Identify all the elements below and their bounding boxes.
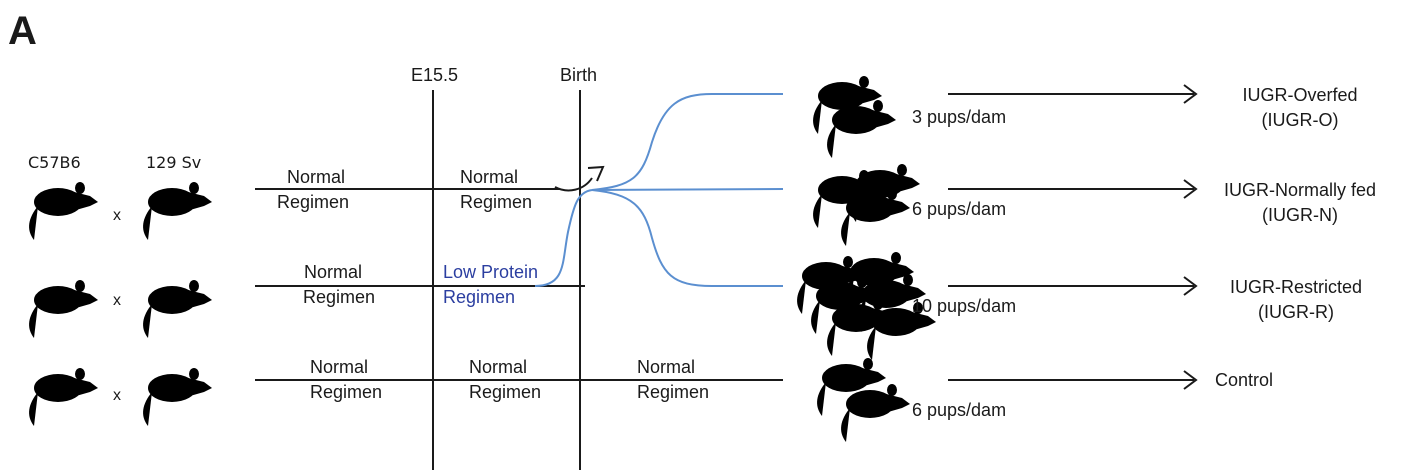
strain-label-129sv: 129 Sv (146, 153, 201, 172)
mouse-icon (143, 280, 219, 338)
mouse-icon (143, 368, 219, 426)
row1-pre-label: Regimen (277, 192, 349, 212)
group-label-normally-fed: IUGR-Normally fed (1224, 180, 1376, 200)
row2-pre-label: Regimen (303, 287, 375, 307)
cross-symbol: x (113, 292, 121, 309)
timepoint-birth-label: Birth (560, 65, 597, 85)
litter-size-label: 6 pups/dam (912, 400, 1006, 420)
mouse-icon (29, 182, 105, 240)
group-abbrev-overfed: (IUGR-O) (1262, 110, 1339, 130)
strain-label-c57b6: C57B6 (28, 153, 81, 172)
group-label-overfed: IUGR-Overfed (1242, 85, 1357, 105)
row2-low-protein-label: Regimen (443, 287, 515, 307)
mouse-icon (29, 280, 105, 338)
litter-size-label: 6 pups/dam (912, 199, 1006, 219)
row3-post-label: Regimen (637, 382, 709, 402)
timepoint-e15-label: E15.5 (411, 65, 458, 85)
row3-mid-label: Regimen (469, 382, 541, 402)
row1-mid-label: Regimen (460, 192, 532, 212)
row1-pre-label: Normal (287, 167, 345, 187)
row1-curved-arrow (555, 178, 592, 190)
branch-restricted (592, 190, 783, 286)
branch-normally-fed (592, 189, 783, 190)
mouse-icon (143, 182, 219, 240)
group-label-restricted: IUGR-Restricted (1230, 277, 1362, 297)
litter-size-label: 10 pups/dam (912, 296, 1016, 316)
mouse-icon (29, 368, 105, 426)
cross-symbol: x (113, 207, 121, 224)
panel-label: A (8, 9, 37, 53)
row3-pre-label: Regimen (310, 382, 382, 402)
row2-low-protein-label: Low Protein (443, 262, 538, 282)
row3-pre-label: Normal (310, 357, 368, 377)
row1-mid-label: Normal (460, 167, 518, 187)
mouse-icon (841, 384, 917, 442)
row2-pre-label: Normal (304, 262, 362, 282)
row3-post-label: Normal (637, 357, 695, 377)
group-abbrev-restricted: (IUGR-R) (1258, 302, 1334, 322)
litter-size-label: 3 pups/dam (912, 107, 1006, 127)
group-abbrev-normally-fed: (IUGR-N) (1262, 205, 1338, 225)
group-label-control: Control (1215, 370, 1273, 390)
low-protein-rise-curve (535, 190, 592, 286)
cross-symbol: x (113, 387, 121, 404)
row3-mid-label: Normal (469, 357, 527, 377)
branch-overfed (592, 94, 783, 190)
